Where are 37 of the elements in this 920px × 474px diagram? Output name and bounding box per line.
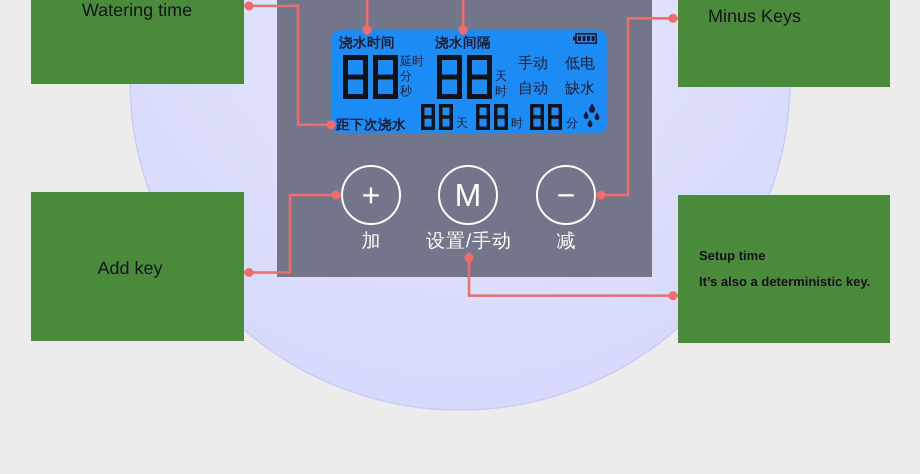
leader-line — [458, 0, 468, 35]
leader-line — [464, 252, 678, 300]
key-label: 设置/手动 — [426, 231, 512, 253]
lcd-label: 分 — [400, 70, 412, 84]
callout-box — [31, 0, 244, 84]
lcd-label: 低电 — [565, 55, 595, 72]
callout-box — [31, 192, 244, 341]
key-button: − — [536, 165, 596, 225]
lcd-label: 分 — [566, 117, 578, 131]
lcd-label: 时 — [495, 85, 507, 99]
callout-box — [678, 0, 890, 87]
callout-text: It’s also a deterministic key. — [699, 275, 870, 290]
lcd-label: 天 — [456, 117, 468, 131]
callout-text: Minus Keys — [708, 6, 802, 27]
key-button: M — [438, 165, 498, 225]
lcd-label: 浇水时间 — [339, 35, 395, 51]
lcd-label: 秒 — [400, 85, 412, 99]
lcd-label: 距下次浇水 — [336, 117, 406, 133]
lcd-label: 时 — [511, 117, 523, 131]
callout-box — [678, 195, 890, 343]
callout-text: Setup time — [699, 249, 766, 264]
lcd-label: 浇水间隔 — [435, 35, 491, 51]
leader-line — [244, 190, 341, 277]
key-label: 减 — [556, 231, 576, 253]
leader-line — [596, 14, 678, 200]
lcd-label: 手动 — [518, 55, 548, 72]
key-button: + — [341, 165, 401, 225]
callout-text: Add key — [97, 258, 163, 279]
callout-text: Watering time — [82, 0, 192, 21]
leader-line — [244, 1, 336, 130]
lcd-label: 缺水 — [565, 80, 595, 98]
lcd-label: 天 — [495, 70, 507, 84]
lcd-screen — [331, 30, 607, 133]
leader-line — [362, 0, 372, 35]
lcd-label: 延时 — [400, 55, 424, 69]
lcd-label: 自动 — [518, 80, 548, 98]
key-label: 加 — [362, 231, 380, 253]
